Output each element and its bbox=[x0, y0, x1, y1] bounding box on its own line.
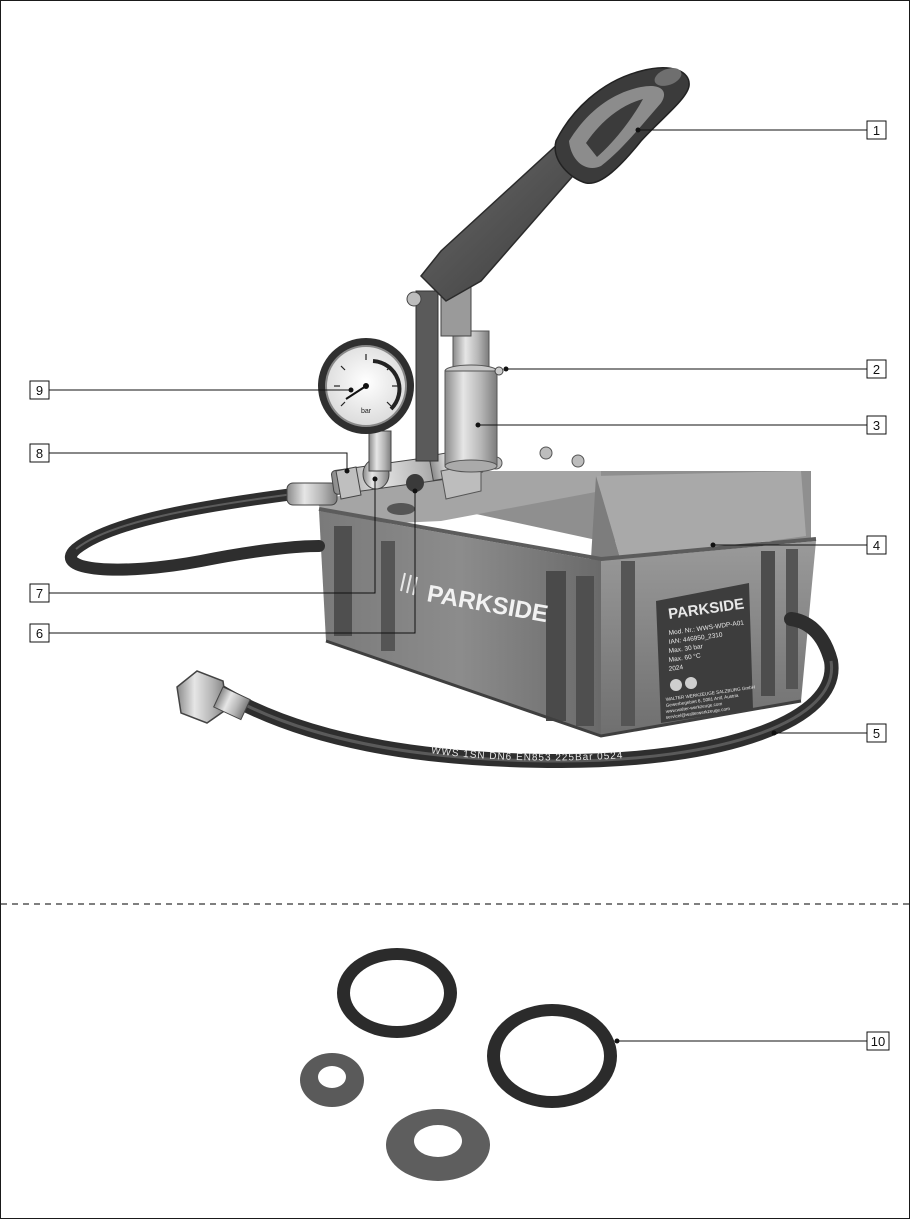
suction-hose bbox=[64, 482, 338, 576]
pump-lever bbox=[419, 67, 690, 302]
label-box-8: 8 bbox=[29, 443, 50, 463]
recycle-icon bbox=[685, 677, 697, 689]
label-number: 8 bbox=[36, 446, 43, 461]
nameplate-line: Max. 30 bar bbox=[668, 643, 704, 655]
label-number: 9 bbox=[36, 383, 43, 398]
nameplate: PARKSIDE Mod. Nr.: WWS-WDP-A01 IAN: 4469… bbox=[656, 583, 755, 723]
nameplate-line: 2024 bbox=[668, 664, 684, 673]
leader-line-7 bbox=[49, 479, 376, 594]
leader-line-8 bbox=[49, 452, 348, 471]
label-number: 3 bbox=[873, 418, 880, 433]
label-box-3: 3 bbox=[866, 415, 887, 435]
label-box-6: 6 bbox=[29, 623, 50, 643]
label-box-7: 7 bbox=[29, 583, 50, 603]
callout-dots bbox=[344, 127, 777, 1044]
water-tank: PARKSIDE PARKSIDE Mod. Nr.: WWS-WDP-A01 … bbox=[316, 446, 817, 738]
o-ring-large-top bbox=[337, 948, 457, 1038]
label-box-10: 10 bbox=[866, 1031, 890, 1051]
vent-nipple bbox=[494, 366, 504, 376]
label-box-9: 9 bbox=[29, 380, 50, 400]
label-box-5: 5 bbox=[866, 723, 887, 743]
pump-column bbox=[406, 255, 504, 473]
valve-knob bbox=[406, 474, 424, 492]
label-box-4: 4 bbox=[866, 535, 887, 555]
label-number: 7 bbox=[36, 586, 43, 601]
lever-handle-grip bbox=[554, 67, 690, 184]
flat-washer-large bbox=[386, 1109, 490, 1181]
label-box-1: 1 bbox=[866, 120, 887, 140]
callouts bbox=[49, 129, 867, 1042]
callout-labels: 1 2 3 4 5 6 7 8 bbox=[29, 120, 890, 1051]
gauge-unit: bar bbox=[361, 408, 372, 415]
label-number: 6 bbox=[36, 626, 43, 641]
label-number: 2 bbox=[873, 362, 880, 377]
label-number: 4 bbox=[873, 538, 880, 553]
warning-icon bbox=[670, 679, 682, 691]
label-number: 10 bbox=[871, 1034, 885, 1049]
leader-line-6 bbox=[49, 491, 416, 634]
label-box-2: 2 bbox=[866, 359, 887, 379]
pressure-gauge: bar bbox=[318, 338, 414, 434]
o-ring-large-right bbox=[487, 1004, 617, 1108]
flat-washer-small bbox=[300, 1053, 364, 1107]
label-number: 5 bbox=[873, 726, 880, 741]
label-number: 1 bbox=[873, 123, 880, 138]
seal-set bbox=[300, 948, 617, 1181]
hose-nut bbox=[176, 670, 251, 724]
